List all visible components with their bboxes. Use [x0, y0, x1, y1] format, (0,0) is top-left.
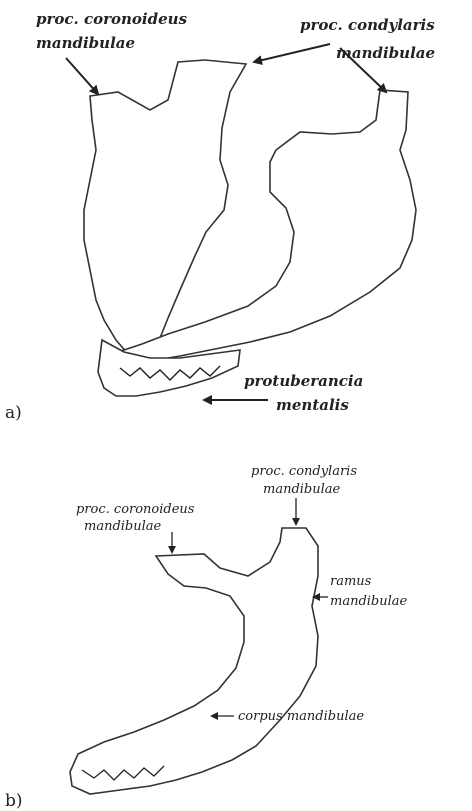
label-b-condylar-line1: proc. condylaris [251, 464, 357, 479]
label-b-corpus: corpus mandibulae [238, 709, 364, 724]
panel-b: proc. coronoideus mandibulae proc. condy… [5, 464, 408, 811]
label-b-coronoid-line2: mandibulae [84, 519, 162, 534]
arrow-a-coronoid [66, 58, 98, 94]
label-b-ramus-line1: ramus [330, 574, 372, 589]
panel-a: proc. coronoideus mandibulae proc. condy… [5, 10, 435, 423]
arrow-a-condylar-left [254, 44, 330, 62]
label-a-protuberance-line2: mentalis [276, 396, 349, 414]
mandible-left-half-mesh [84, 60, 246, 354]
label-a-condylar-line1: proc. condylaris [300, 16, 435, 34]
label-b-coronoid-line1: proc. coronoideus [76, 502, 195, 517]
mandible-side-view-mesh [70, 528, 318, 794]
panel-a-letter: a) [5, 403, 22, 423]
label-b-condylar-line2: mandibulae [263, 482, 341, 497]
label-a-protuberance-line1: protuberancia [244, 372, 363, 390]
label-a-coronoid-line1: proc. coronoideus [36, 10, 188, 28]
panel-b-letter: b) [5, 791, 23, 811]
label-b-ramus-line2: mandibulae [330, 594, 408, 609]
label-a-coronoid-line2: mandibulae [36, 34, 135, 52]
